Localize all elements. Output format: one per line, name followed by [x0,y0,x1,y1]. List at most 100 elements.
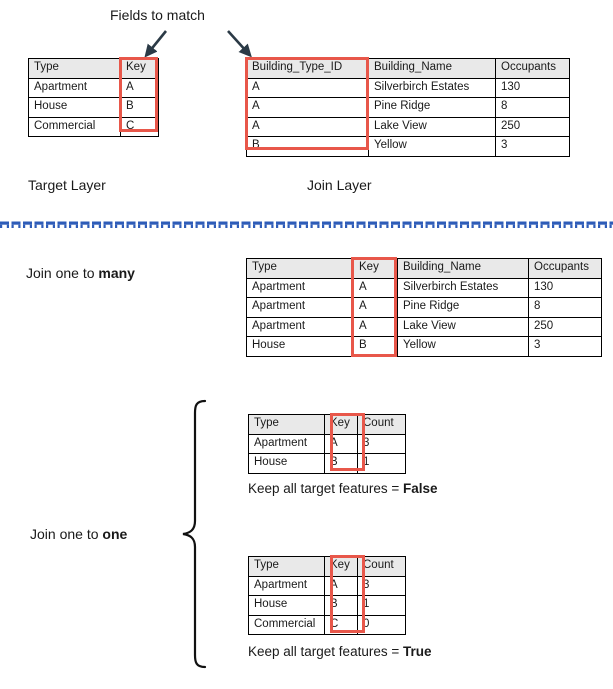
one-to-many-table-wrap: Type Key Building_Name Occupants Apartme… [246,258,602,357]
cell-occupants: 8 [528,297,602,318]
table-header-row: Type Key Count [248,414,406,435]
one-to-one-false-table: Type Key Count Apartment A 3 House B 1 [248,414,406,474]
keep-all-true-caption-value: True [402,644,432,659]
section-divider [0,218,613,231]
keep-all-true-caption: Keep all target features = True [248,644,432,660]
table-header-row: Building_Type_ID Building_Name Occupants [246,58,570,79]
th-key: Key [324,556,358,577]
cell-type: Apartment [246,297,354,318]
cell-key: A [120,77,159,98]
cell-building-type-id: B [246,136,369,157]
cell-building-name: Silverbirch Estates [397,277,529,298]
cell-count: 3 [357,575,406,596]
table-row: Apartment A Pine Ridge 8 [246,297,602,318]
cell-type: House [248,453,325,474]
cell-occupants: 250 [495,116,570,137]
cell-count: 0 [357,614,406,635]
table-row: Apartment A Silverbirch Estates 130 [246,277,602,298]
cell-building-name: Silverbirch Estates [368,77,496,98]
fields-to-match-label: Fields to match [110,7,205,23]
arrow-to-join-key [227,30,252,58]
cell-type: Apartment [248,433,325,454]
cell-building-name: Lake View [368,116,496,137]
divider-pattern-icon [0,221,613,231]
cell-building-type-id: A [246,97,369,118]
table-row: Apartment A 3 [248,433,406,454]
cell-key: B [120,97,159,118]
cell-type: Apartment [246,277,354,298]
keep-all-false-caption-prefix: Keep all target features = [248,481,403,496]
table-row: A Silverbirch Estates 130 [246,77,570,98]
th-building-type-id: Building_Type_ID [246,58,369,79]
th-occupants: Occupants [528,258,602,279]
cell-key: C [324,614,358,635]
join-one-to-many-label: Join one to many [26,265,135,281]
one-to-one-false-table-wrap: Type Key Count Apartment A 3 House B 1 [248,414,406,474]
table-row: A Lake View 250 [246,116,570,137]
target-layer-table-wrap: Type Key Apartment A House B Commercial … [28,58,159,137]
cell-count: 3 [357,433,406,454]
th-type: Type [248,414,325,435]
table-row: House B [28,97,159,118]
table-row: Commercial C [28,116,159,137]
keep-all-false-caption: Keep all target features = False [248,481,438,497]
cell-count: 1 [357,595,406,616]
join-one-to-one-label-bold: one [102,526,128,542]
join-one-to-many-label-prefix: Join one to [26,265,99,281]
cell-type: Apartment [28,77,121,98]
cell-key: A [353,316,398,337]
cell-type: House [248,595,325,616]
curly-brace-icon [182,399,207,669]
th-type: Type [28,58,121,79]
th-building-name: Building_Name [397,258,529,279]
cell-building-name: Lake View [397,316,529,337]
cell-type: Commercial [248,614,325,635]
cell-key: A [324,575,358,596]
cell-occupants: 250 [528,316,602,337]
arrow-to-target-key [144,30,168,58]
cell-occupants: 3 [528,336,602,357]
cell-type: Apartment [246,316,354,337]
th-key: Key [353,258,398,279]
cell-occupants: 8 [495,97,570,118]
cell-key: A [324,433,358,454]
th-type: Type [248,556,325,577]
cell-type: Commercial [28,116,121,137]
th-key: Key [120,58,159,79]
cell-type: House [246,336,354,357]
cell-key: C [120,116,159,137]
th-count: Count [357,556,406,577]
table-row: House B Yellow 3 [246,336,602,357]
cell-key: A [353,277,398,298]
join-one-to-one-label-prefix: Join one to [30,526,103,542]
table-row: House B 1 [248,453,406,474]
join-one-to-one-label: Join one to one [30,526,127,542]
target-layer-table: Type Key Apartment A House B Commercial … [28,58,159,137]
join-one-to-many-label-bold: many [98,265,135,281]
cell-building-name: Pine Ridge [368,97,496,118]
th-type: Type [246,258,354,279]
cell-count: 1 [357,453,406,474]
table-row: B Yellow 3 [246,136,570,157]
table-row: Apartment A Lake View 250 [246,316,602,337]
target-layer-caption: Target Layer [28,177,106,193]
th-building-name: Building_Name [368,58,496,79]
table-row: Apartment A 3 [248,575,406,596]
table-row: A Pine Ridge 8 [246,97,570,118]
cell-key: B [324,595,358,616]
one-to-one-true-table: Type Key Count Apartment A 3 House B 1 C… [248,556,406,635]
cell-key: A [353,297,398,318]
cell-type: House [28,97,121,118]
table-header-row: Type Key Building_Name Occupants [246,258,602,279]
table-row: House B 1 [248,595,406,616]
cell-occupants: 130 [528,277,602,298]
th-count: Count [357,414,406,435]
cell-key: B [353,336,398,357]
keep-all-false-caption-value: False [402,481,438,496]
join-layer-table: Building_Type_ID Building_Name Occupants… [246,58,570,157]
one-to-one-true-table-wrap: Type Key Count Apartment A 3 House B 1 C… [248,556,406,635]
cell-type: Apartment [248,575,325,596]
cell-building-name: Yellow [368,136,496,157]
join-layer-caption: Join Layer [307,177,372,193]
cell-building-type-id: A [246,77,369,98]
